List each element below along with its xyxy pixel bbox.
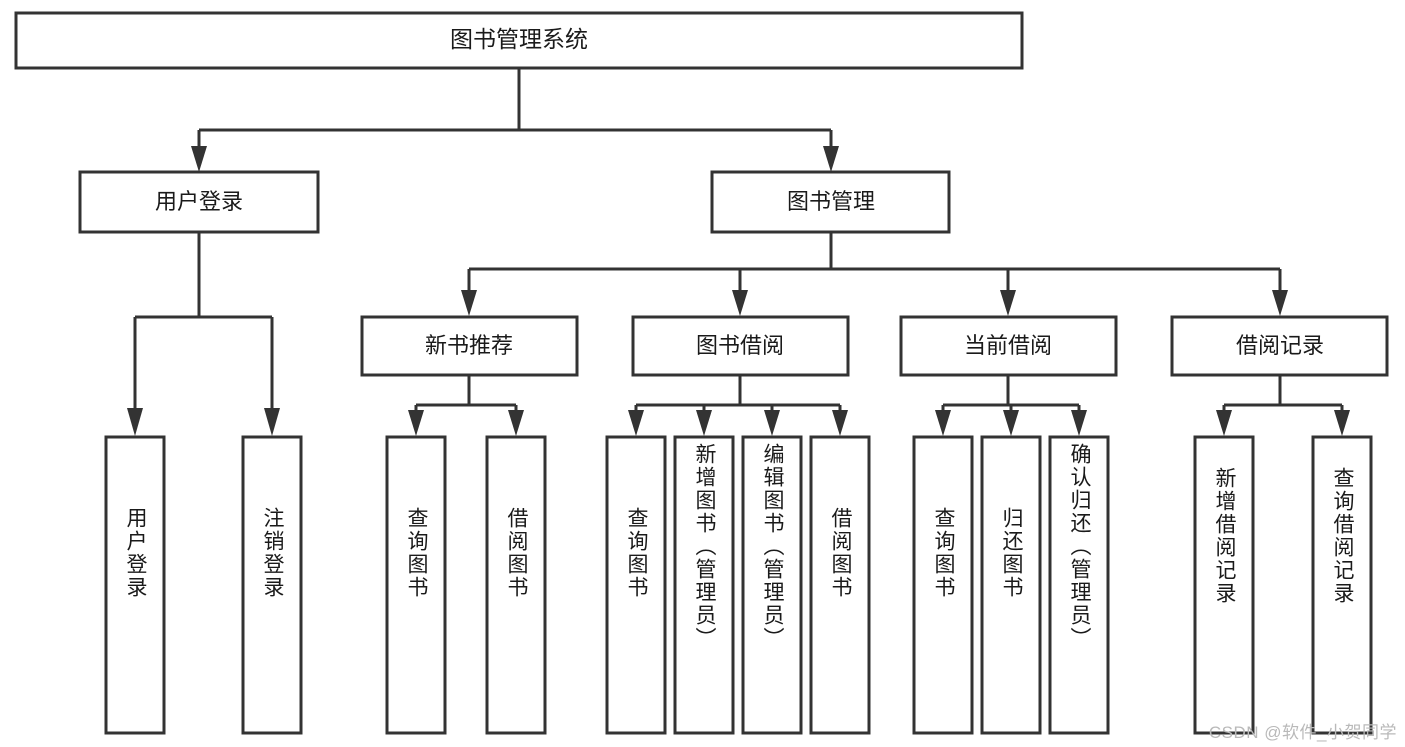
- leaf-box-user-login-logout[interactable]: [241, 435, 303, 735]
- watermark-text: CSDN @软件_小贺同学: [1208, 723, 1397, 742]
- arrow-head-user-login: [191, 146, 207, 172]
- arrow-head-leaf-logout: [264, 408, 280, 436]
- arrow-head-book-borrow: [732, 290, 748, 316]
- leaf-box-record-add[interactable]: [1193, 435, 1255, 735]
- node-group: 图书管理系统 用户登录 图书管理 新书推荐 图书借阅 当前借阅 借阅记录: [14, 11, 1389, 735]
- node-borrow-record[interactable]: [1170, 315, 1389, 377]
- arrow-head-cb-leaf2: [1003, 410, 1019, 436]
- leaf-box-bookborrow-borrow[interactable]: [809, 435, 871, 735]
- leaf-box-currentborrow-return[interactable]: [980, 435, 1042, 735]
- leaf-box-currentborrow-confirm[interactable]: [1048, 435, 1110, 735]
- arrow-head-book-manage: [823, 146, 839, 172]
- leaf-box-record-query[interactable]: [1311, 435, 1373, 735]
- leaf-box-currentborrow-query[interactable]: [912, 435, 974, 735]
- node-label-book-management: 图书管理: [787, 189, 875, 214]
- node-new-book-recommend[interactable]: [360, 315, 579, 377]
- arrow-head-nb-leaf2: [508, 410, 524, 436]
- arrow-head-bb-leaf4: [832, 410, 848, 436]
- leaf-box-bookborrow-edit[interactable]: [741, 435, 803, 735]
- arrow-head-cb-leaf3: [1071, 410, 1087, 436]
- leaf-box-newbook-borrow[interactable]: [485, 435, 547, 735]
- node-label-current-borrow: 当前借阅: [964, 333, 1052, 358]
- node-label-book-management-system: 图书管理系统: [450, 26, 588, 52]
- node-label-new-book-recommend: 新书推荐: [425, 333, 513, 358]
- arrow-head-current-borrow: [1000, 290, 1016, 316]
- arrow-head-br-leaf2: [1334, 410, 1350, 436]
- arrow-head-cb-leaf1: [935, 410, 951, 436]
- node-book-borrow[interactable]: [631, 315, 850, 377]
- arrow-head-new-book: [461, 290, 477, 316]
- node-user-login[interactable]: [78, 170, 320, 234]
- leaf-box-newbook-query[interactable]: [385, 435, 447, 735]
- connector-group: [127, 68, 1350, 436]
- arrow-head-leaf-user-login: [127, 408, 143, 436]
- node-book-management-system[interactable]: [14, 11, 1024, 70]
- arrow-head-bb-leaf1: [628, 410, 644, 436]
- node-label-user-login: 用户登录: [155, 189, 243, 214]
- arrow-head-bb-leaf2: [696, 410, 712, 436]
- node-book-management[interactable]: [710, 170, 951, 234]
- arrow-head-br-leaf1: [1216, 410, 1232, 436]
- arrow-head-borrow-record: [1272, 290, 1288, 316]
- leaf-box-bookborrow-add[interactable]: [673, 435, 735, 735]
- node-label-borrow-record: 借阅记录: [1236, 333, 1324, 358]
- node-current-borrow[interactable]: [899, 315, 1118, 377]
- leaf-box-user-login-login[interactable]: [104, 435, 166, 735]
- node-label-book-borrow: 图书借阅: [696, 333, 784, 358]
- arrow-head-bb-leaf3: [764, 410, 780, 436]
- arrow-head-nb-leaf1: [408, 410, 424, 436]
- leaf-box-bookborrow-query[interactable]: [605, 435, 667, 735]
